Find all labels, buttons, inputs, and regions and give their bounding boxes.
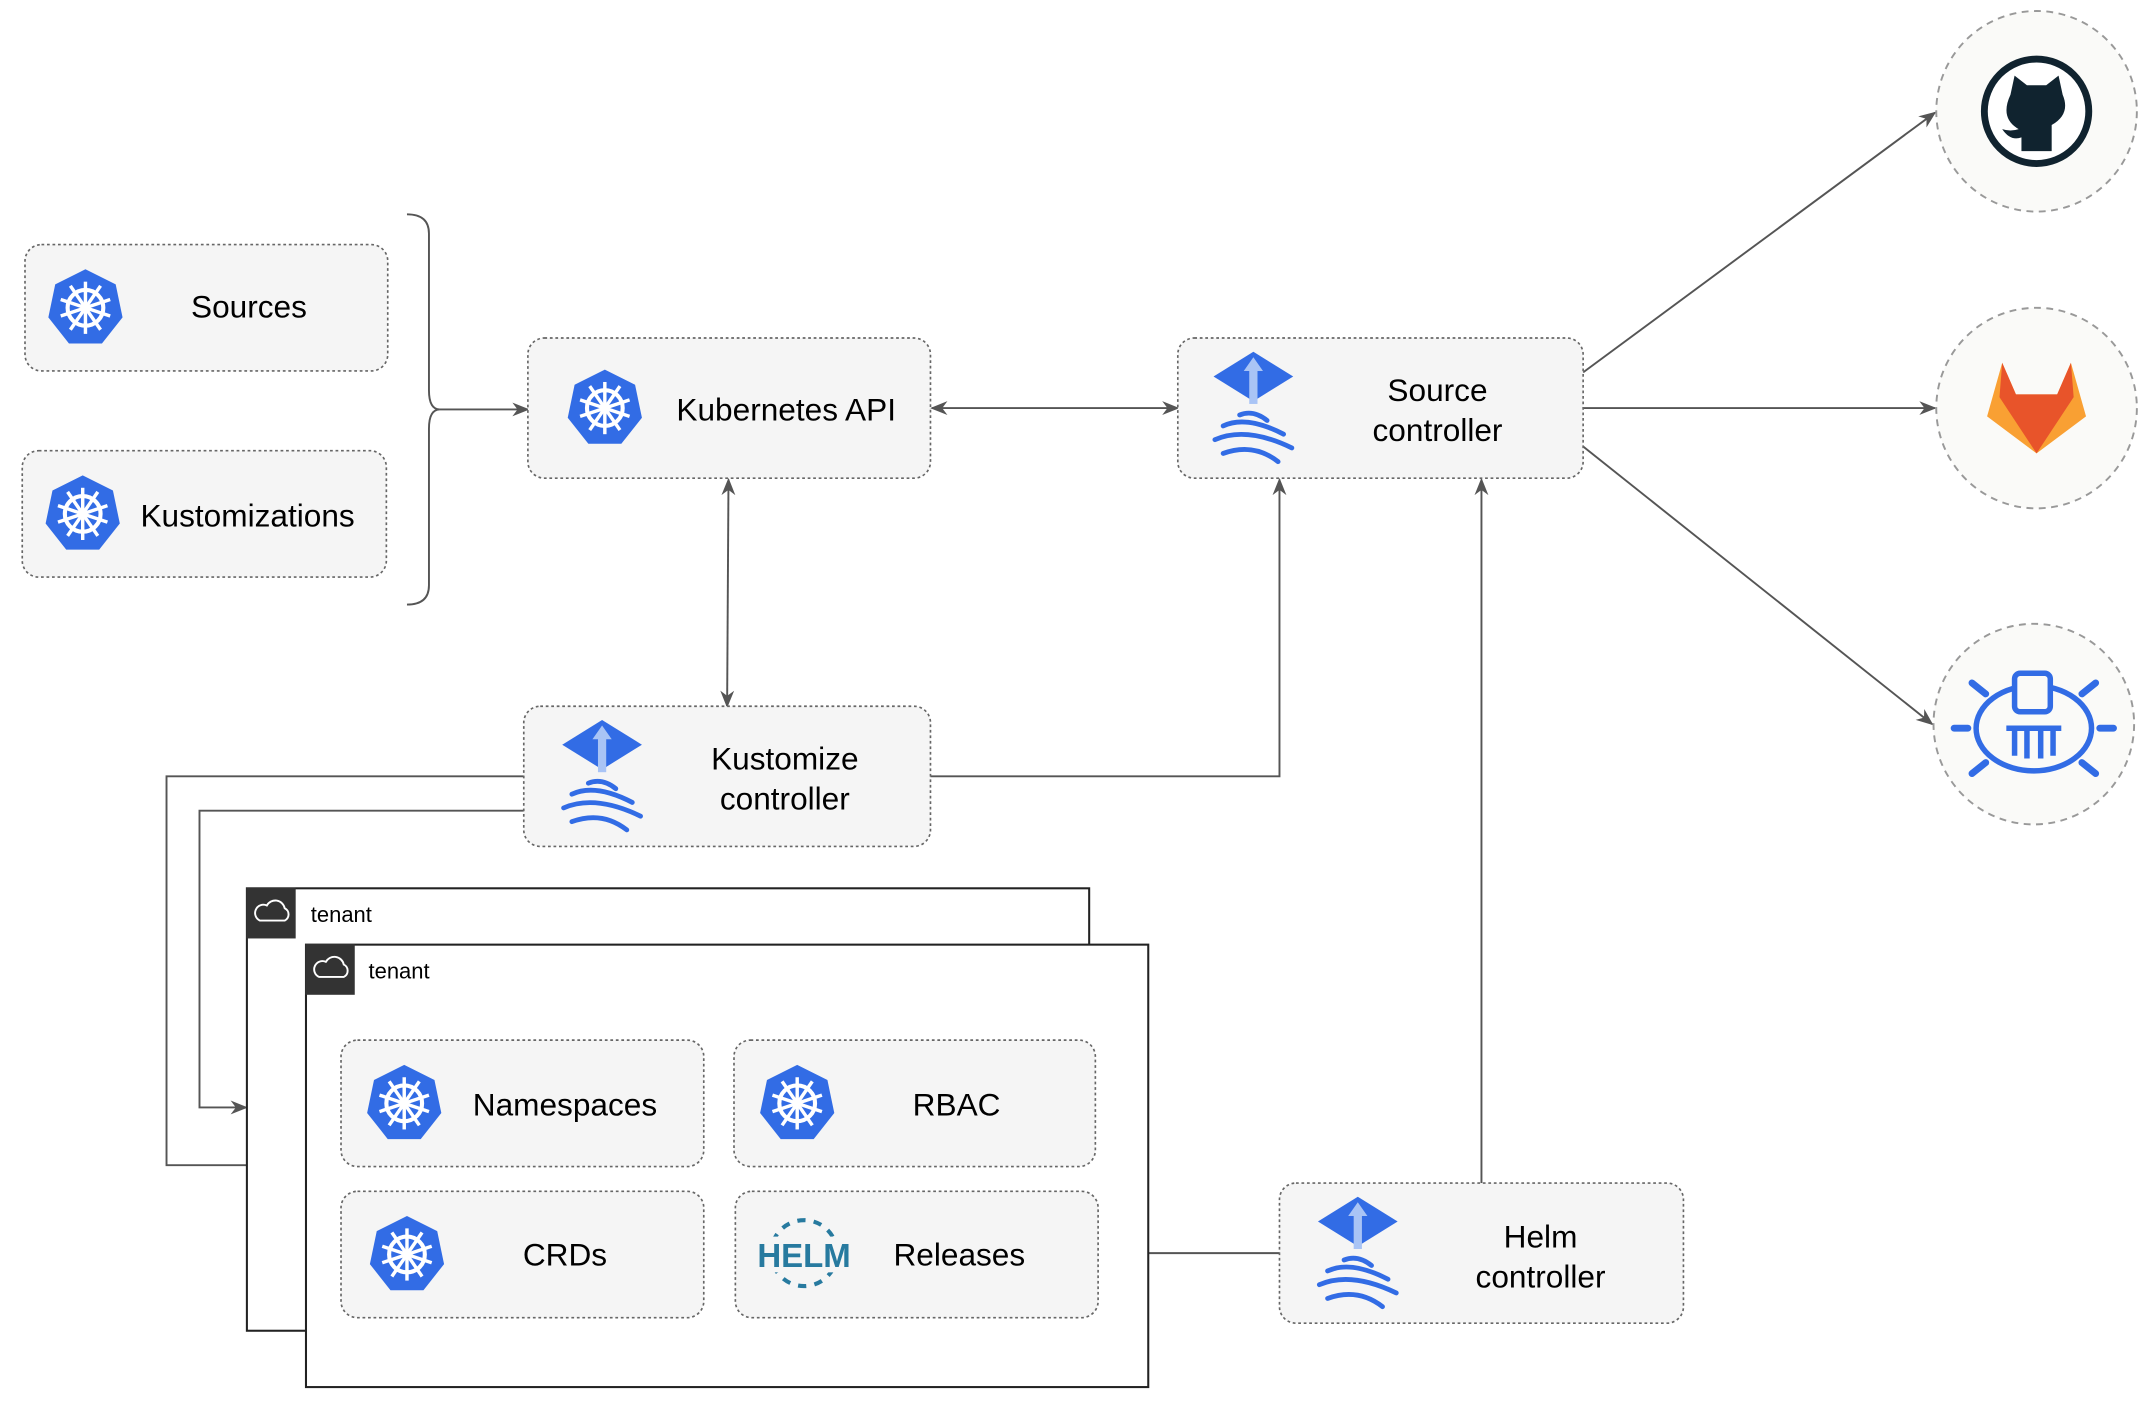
github-icon — [1980, 55, 2093, 167]
kubernetes-api-label: Kubernetes API — [676, 391, 896, 427]
source-controller-node[interactable]: Source controller — [1176, 337, 1584, 479]
gitlab-node[interactable] — [1935, 306, 2138, 510]
releases-label: Releases — [893, 1236, 1025, 1272]
rbac-node[interactable]: RBAC — [733, 1039, 1097, 1168]
kustomize-controller-label-2: controller — [720, 780, 850, 816]
sources-label: Sources — [191, 288, 307, 324]
edge-source-bucket — [1582, 445, 1934, 726]
gitlab-icon — [1987, 362, 2087, 454]
edge-kustomize-source — [930, 477, 1287, 778]
kubernetes-api-node[interactable]: Kubernetes API — [527, 337, 932, 479]
namespaces-label: Namespaces — [473, 1087, 657, 1123]
sources-node[interactable]: Sources — [24, 243, 389, 372]
source-controller-label-1: Source — [1387, 372, 1487, 408]
releases-node[interactable]: HELM Releases — [734, 1190, 1099, 1319]
helm-controller-label-2: controller — [1476, 1258, 1606, 1294]
crds-label: CRDs — [523, 1236, 607, 1272]
edge-source-github — [1582, 111, 1937, 374]
kustomizations-label: Kustomizations — [140, 497, 354, 533]
kustomize-controller-label-1: Kustomize — [711, 740, 858, 776]
namespaces-node[interactable]: Namespaces — [340, 1039, 705, 1168]
tenant-label: tenant — [369, 958, 430, 983]
source-controller-label-2: controller — [1373, 412, 1503, 448]
bucket-icon — [1950, 670, 2117, 778]
edge-kustomize-tenant-front — [165, 775, 524, 1173]
kustomizations-node[interactable]: Kustomizations — [21, 449, 388, 578]
helm-controller-node[interactable]: Helm controller — [1278, 1182, 1685, 1325]
edge-kustomize-tenant-back — [198, 809, 524, 1115]
tenant-label: tenant — [311, 902, 372, 927]
helm-icon: HELM — [755, 1218, 853, 1289]
edge-api-kustomize — [720, 477, 736, 708]
github-node[interactable] — [1935, 10, 2138, 213]
crds-node[interactable]: CRDs — [340, 1190, 705, 1319]
rbac-label: RBAC — [913, 1087, 1001, 1123]
helm-logo-text: HELM — [757, 1237, 850, 1274]
helm-controller-label-1: Helm — [1504, 1219, 1578, 1255]
kustomize-controller-node[interactable]: Kustomize controller — [522, 705, 932, 848]
bucket-node[interactable] — [1932, 622, 2136, 826]
brace — [406, 213, 441, 606]
